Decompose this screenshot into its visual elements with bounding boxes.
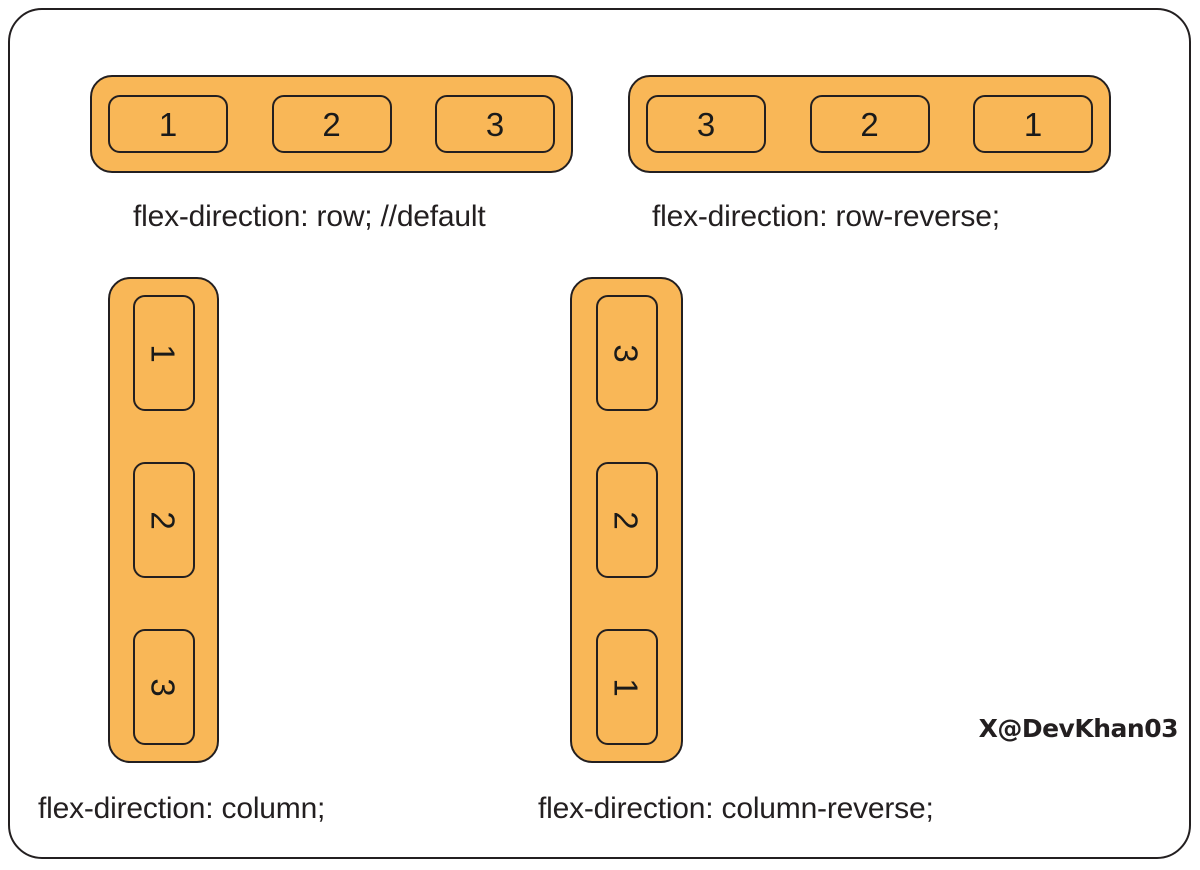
flex-container-column: 1 2 3 (108, 277, 219, 763)
caption-flex-direction-column: flex-direction: column; (38, 792, 326, 825)
caption-flex-direction-row: flex-direction: row; //default (133, 200, 486, 233)
flex-item: 1 (108, 95, 228, 153)
flex-item-label: 1 (1023, 105, 1043, 143)
flex-item-label: 2 (860, 105, 879, 143)
flex-item-label: 2 (607, 510, 645, 530)
flex-item: 1 (973, 95, 1093, 153)
flex-container-row: 1 2 3 (90, 75, 573, 173)
flex-container-row-reverse: 3 2 1 (628, 75, 1111, 173)
flex-item: 2 (271, 95, 392, 153)
caption-flex-direction-row-reverse: flex-direction: row-reverse; (652, 200, 1000, 233)
flex-item: 3 (595, 295, 658, 411)
flex-item-label: 3 (144, 677, 182, 697)
flex-item-label: 2 (144, 510, 182, 530)
flex-item-label: 1 (158, 105, 178, 143)
watermark-handle: X@DevKhan03 (978, 714, 1179, 743)
flex-item: 1 (595, 629, 658, 745)
flex-item: 3 (435, 95, 555, 153)
flex-item: 3 (646, 95, 766, 153)
flex-item-label: 3 (607, 343, 645, 363)
flex-item-label: 1 (144, 343, 182, 363)
flex-item-label: 2 (322, 105, 341, 143)
flex-container-column-reverse: 3 2 1 (570, 277, 683, 763)
flex-item-label: 3 (485, 105, 505, 143)
flex-item: 2 (595, 462, 658, 578)
flex-item: 2 (132, 462, 195, 578)
flex-item: 2 (809, 95, 930, 153)
flex-item: 3 (132, 629, 195, 745)
flex-item: 1 (132, 295, 195, 411)
flex-item-label: 1 (607, 677, 645, 697)
caption-flex-direction-column-reverse: flex-direction: column-reverse; (538, 792, 934, 825)
flex-item-label: 3 (696, 105, 716, 143)
